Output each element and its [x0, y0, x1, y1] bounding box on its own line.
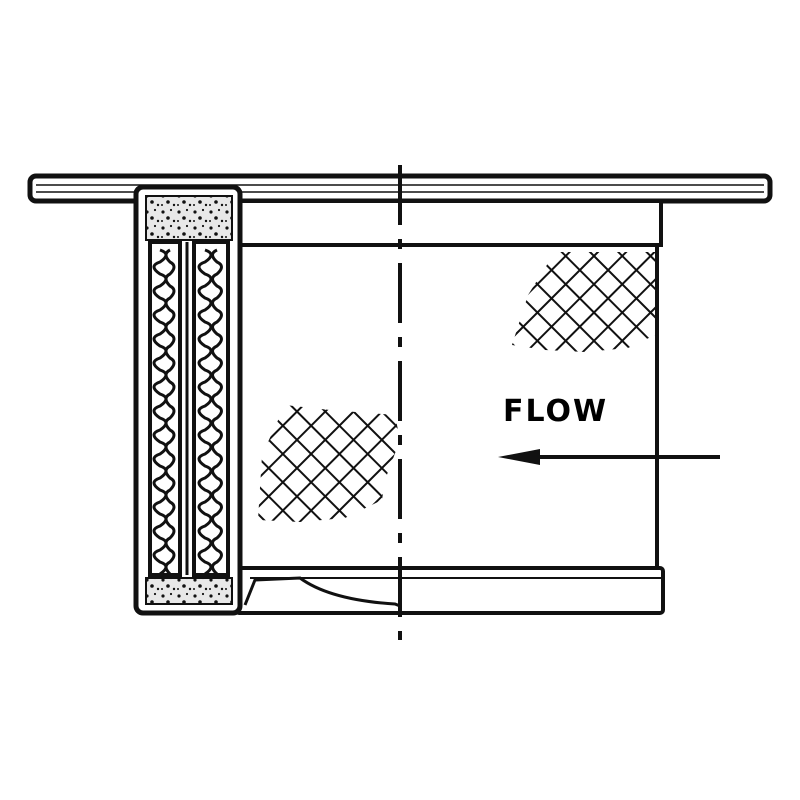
flow-arrow	[498, 449, 720, 465]
bottom-cap-band	[234, 566, 665, 615]
flow-label: FLOW	[503, 394, 609, 429]
mesh-patch-left	[258, 405, 400, 522]
top-cap-band	[234, 199, 663, 247]
mesh-patch-right	[512, 252, 655, 352]
media-wall-section	[133, 184, 243, 616]
